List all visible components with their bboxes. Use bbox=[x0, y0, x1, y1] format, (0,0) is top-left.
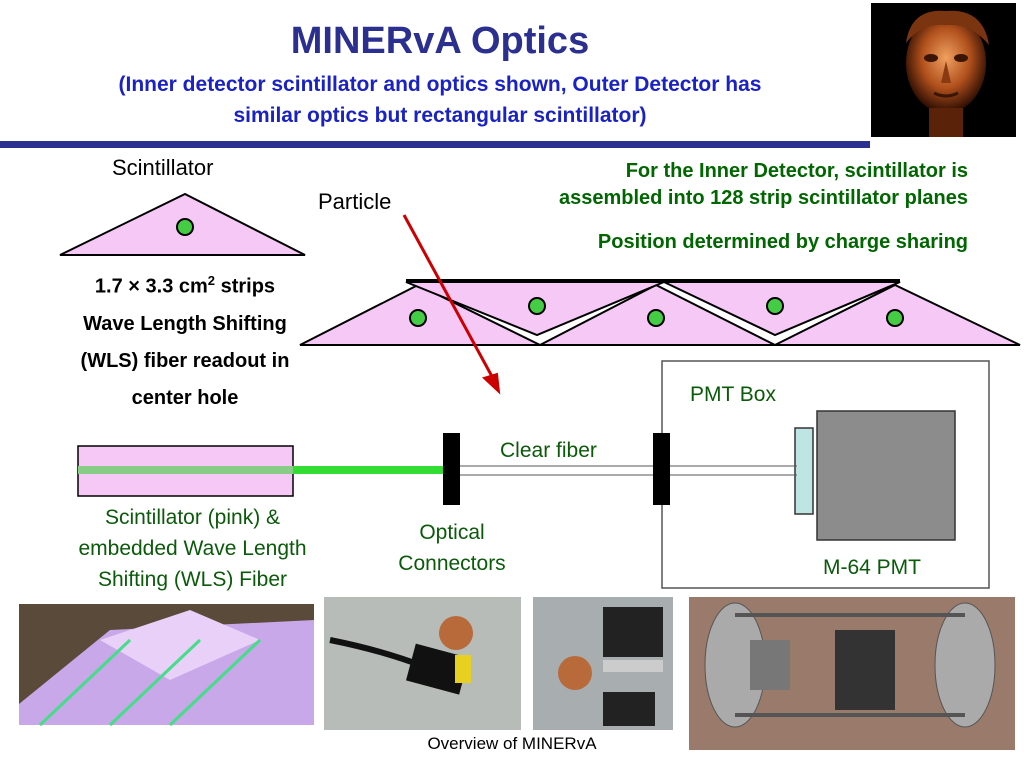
clear-fiber-label: Clear fiber bbox=[500, 439, 597, 462]
position-text: Position determined by charge sharing bbox=[597, 231, 968, 253]
page-title: MINERvA Optics bbox=[290, 20, 590, 62]
bust-image bbox=[906, 10, 989, 137]
optical-connectors-label: Optical Connectors bbox=[398, 521, 506, 575]
particle-arrow bbox=[402, 214, 501, 395]
scintillator-plane bbox=[299, 279, 1021, 346]
subtitle-line-1: (Inner detector scintillator and optics … bbox=[118, 73, 762, 96]
pmt-box-label: PMT Box bbox=[690, 383, 776, 406]
wls-fiber-hole bbox=[176, 218, 194, 236]
particle-label: Particle bbox=[318, 189, 392, 214]
strips-line-2: Wave Length Shifting bbox=[83, 312, 287, 335]
inner-detector-line-1: For the Inner Detector, scintillator is bbox=[625, 160, 968, 182]
m64-pmt-label: M-64 PMT bbox=[823, 556, 922, 579]
strips-line-4: center hole bbox=[131, 386, 239, 409]
scintillator-fiber-label: Scintillator (pink) & embedded Wave Leng… bbox=[78, 506, 307, 591]
scintillator-label: Scintillator bbox=[112, 155, 214, 180]
wls-fiber-embedded bbox=[78, 466, 293, 474]
photo-connector-cable bbox=[324, 597, 521, 730]
photo-connector-pair bbox=[533, 597, 673, 730]
footer-text: Overview of MINERvA bbox=[427, 734, 597, 753]
strips-line-1: 1.7 × 3.3 cm2 strips bbox=[94, 273, 276, 298]
optical-connector-1 bbox=[443, 433, 460, 505]
strips-description: 1.7 × 3.3 cm2 strips Wave Length Shiftin… bbox=[30, 262, 340, 417]
photo-scintillator bbox=[19, 604, 314, 727]
photo-pmt-assembly bbox=[689, 597, 1015, 750]
strips-line-3: (WLS) fiber readout in bbox=[80, 349, 290, 372]
portrait-photo bbox=[871, 3, 1016, 137]
subtitle-line-2: similar optics but rectangular scintilla… bbox=[233, 104, 647, 127]
optical-connector-2 bbox=[653, 433, 670, 505]
inner-detector-line-2: assembled into 128 strip scintillator pl… bbox=[558, 187, 968, 209]
pmt-cookie bbox=[794, 427, 814, 515]
m64-pmt bbox=[816, 410, 956, 541]
title-divider bbox=[0, 141, 870, 148]
clear-fiber bbox=[452, 465, 797, 476]
